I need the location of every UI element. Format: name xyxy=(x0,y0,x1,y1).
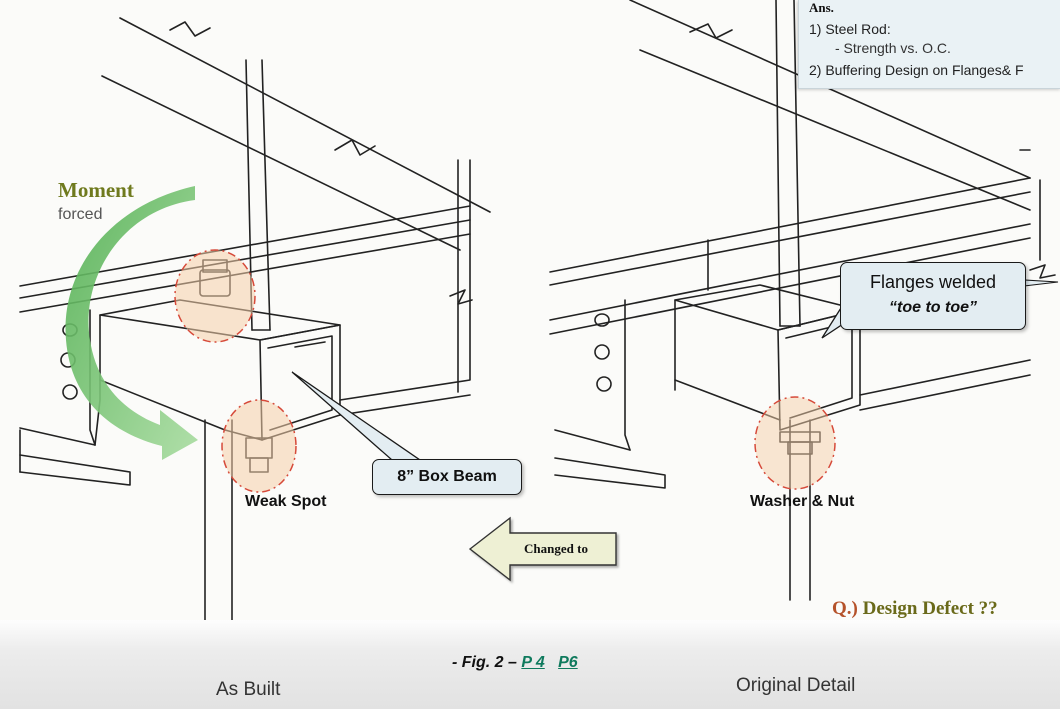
caption-band xyxy=(0,620,1060,709)
answer-item-1: 1) Steel Rod: xyxy=(809,21,891,37)
flanges-line-2: “toe to toe” xyxy=(889,299,977,316)
top-bolt-highlight xyxy=(174,249,256,343)
figure-link-p6[interactable]: P6 xyxy=(558,654,578,671)
answer-box: Ans. 1) Steel Rod: - Strength vs. O.C. 2… xyxy=(798,0,1060,89)
left-structure xyxy=(19,17,491,621)
as-built-caption: As Built xyxy=(216,679,281,700)
right-structure xyxy=(549,0,1056,601)
question-text: Q.) Design Defect ?? xyxy=(832,598,998,620)
answer-title: Ans. xyxy=(809,0,834,15)
washer-nut-highlight xyxy=(754,396,836,490)
moment-arrow xyxy=(65,186,198,460)
moment-title: Moment xyxy=(58,178,134,202)
weak-spot-label: Weak Spot xyxy=(245,493,327,510)
changed-to-label: Changed to xyxy=(524,541,588,556)
changed-to-arrow xyxy=(468,516,617,582)
flanges-callout: Flanges welded “toe to toe” xyxy=(840,262,1026,330)
figure-caption: - Fig. 2 – P 4 P6 xyxy=(452,654,578,672)
weak-spot-highlight xyxy=(221,399,297,493)
question-prefix: Q.) xyxy=(832,598,858,619)
figure-caption-prefix: - Fig. 2 – xyxy=(452,654,522,671)
washer-nut-label: Washer & Nut xyxy=(750,493,855,510)
original-detail-caption: Original Detail xyxy=(736,675,856,696)
moment-subtitle: forced xyxy=(58,206,103,223)
figure-link-p4[interactable]: P 4 xyxy=(521,654,545,671)
question-body: Design Defect ?? xyxy=(862,598,998,619)
flanges-line-1: Flanges welded xyxy=(869,272,997,292)
answer-item-1-sub: - Strength vs. O.C. xyxy=(835,40,951,56)
answer-item-2: 2) Buffering Design on Flanges& F xyxy=(809,62,1024,78)
box-beam-callout: 8” Box Beam xyxy=(372,459,522,495)
flanges-right-pointer xyxy=(1023,279,1059,287)
